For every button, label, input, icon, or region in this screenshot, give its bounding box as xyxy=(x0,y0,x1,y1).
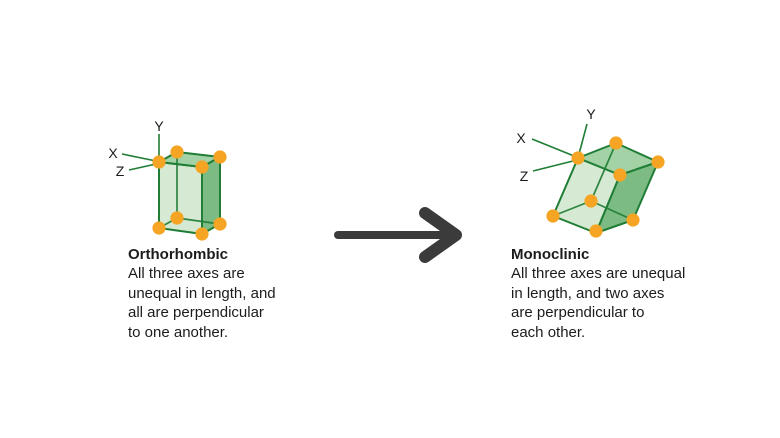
x-axis-line xyxy=(121,153,157,162)
lattice-point xyxy=(589,224,603,238)
orthorhombic-cell-figure: Y X Z xyxy=(108,118,227,241)
lattice-point xyxy=(213,217,227,231)
arrow-right-icon xyxy=(334,207,462,263)
lattice-point xyxy=(195,160,209,174)
x-axis-label: X xyxy=(516,130,526,146)
caption-line: all are perpendicular xyxy=(128,304,264,322)
z-axis-line xyxy=(128,163,157,171)
caption-line: unequal in length, and xyxy=(128,284,276,302)
y-axis-label: Y xyxy=(586,106,596,122)
cell-hidden-edge xyxy=(552,200,592,217)
orthorhombic-title: Orthorhombic xyxy=(128,246,228,263)
lattice-point xyxy=(626,213,640,227)
monoclinic-cell-figure: Y X Z xyxy=(516,106,665,238)
z-axis-label: Z xyxy=(116,163,125,179)
lattice-point xyxy=(613,168,627,182)
monoclinic-caption: Monoclinic All three axes are unequal in… xyxy=(511,245,685,342)
caption-line: to one another. xyxy=(128,323,229,341)
lattice-point xyxy=(546,209,560,223)
caption-line: each other. xyxy=(511,323,586,341)
orthorhombic-caption: Orthorhombic All three axes are unequal … xyxy=(128,245,276,342)
x-axis-label: X xyxy=(108,145,118,161)
caption-line: are perpendicular to xyxy=(511,304,645,322)
arrow-head xyxy=(419,207,462,263)
lattice-point xyxy=(152,155,166,169)
lattice-point xyxy=(170,145,184,159)
lattice-point xyxy=(152,221,166,235)
cell-hidden-edge xyxy=(590,142,617,202)
lattice-point xyxy=(195,227,209,241)
caption-line: All three axes are unequal xyxy=(511,265,686,283)
y-axis-label: Y xyxy=(154,118,164,134)
monoclinic-title: Monoclinic xyxy=(511,246,590,263)
caption-line: in length, and two axes xyxy=(511,284,665,302)
lattice-point xyxy=(609,136,623,150)
z-axis-label: Z xyxy=(520,168,529,184)
lattice-point xyxy=(651,155,665,169)
cell-hidden-edge xyxy=(176,217,221,225)
cell-hidden-edge xyxy=(590,200,634,221)
lattice-point xyxy=(571,151,585,165)
x-axis-line xyxy=(531,138,575,157)
lattice-point xyxy=(584,194,598,208)
y-axis-line xyxy=(578,123,588,155)
z-axis-line xyxy=(532,160,574,172)
caption-line: All three axes are xyxy=(128,265,245,283)
lattice-point xyxy=(170,211,184,225)
lattice-point xyxy=(213,150,227,164)
